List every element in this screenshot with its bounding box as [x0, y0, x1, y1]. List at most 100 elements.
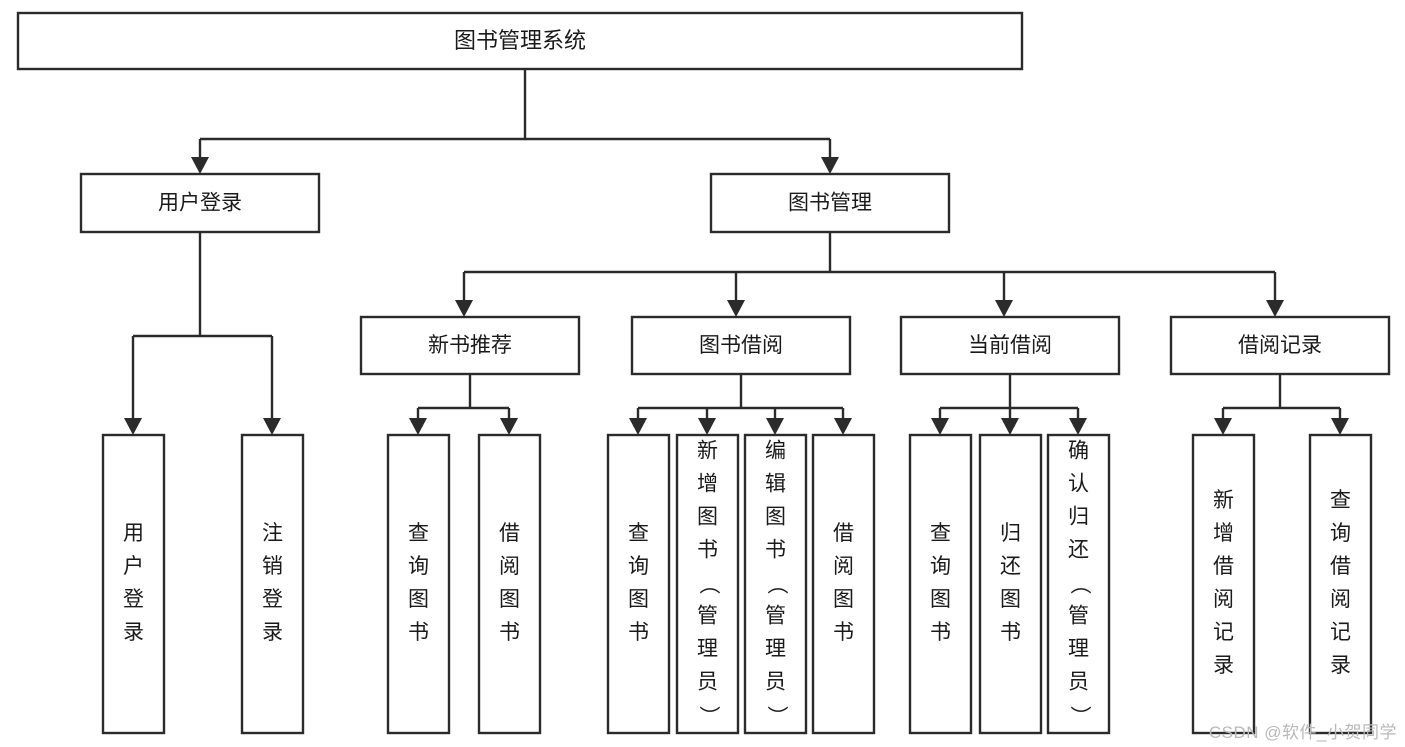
leaf-char: 录 [1213, 654, 1234, 677]
connector-current-borrow-to-leaves [931, 374, 1087, 435]
leaf-char: 新 [1213, 489, 1234, 512]
arrow-head-icon [821, 157, 839, 174]
leaf-char: 归 [1068, 506, 1089, 529]
leaf-leaf-add-borrow-record-box[interactable] [1191, 433, 1256, 735]
leaf-char: 询 [628, 555, 649, 578]
arrow-head-icon [1214, 418, 1232, 435]
csdn-watermark: CSDN @软件_小贺同学 [1208, 723, 1397, 742]
node-labels-layer: 图书管理系统用户登录图书管理新书推荐图书借阅当前借阅借阅记录用户登录注销登录查询… [123, 28, 1351, 727]
leaf-char: 图 [833, 588, 854, 611]
arrow-head-icon [931, 418, 949, 435]
arrow-head-icon [500, 418, 518, 435]
leaf-char: 记 [1330, 621, 1351, 644]
node-current-borrow-label: 当前借阅 [968, 334, 1052, 357]
arrow-head-icon [263, 418, 281, 435]
leaf-char: 管 [1068, 605, 1089, 628]
leaf-leaf-logout-box[interactable] [240, 433, 305, 735]
leaf-char: 书 [628, 621, 649, 644]
node-current-borrow-box[interactable] [899, 315, 1121, 376]
leaf-char: 编 [765, 440, 786, 463]
leaf-leaf-borrow-book-1-box[interactable] [477, 433, 542, 735]
connector-new-book-recommend-to-leaves [409, 374, 518, 435]
leaf-char: ） [697, 706, 720, 727]
arrow-head-icon [191, 157, 209, 174]
leaf-char: 图 [628, 588, 649, 611]
leaf-leaf-query-book-3-box[interactable] [908, 433, 973, 735]
leaf-char: 登 [123, 588, 144, 611]
leaf-char: 阅 [1213, 588, 1234, 611]
leaf-char: 询 [930, 555, 951, 578]
arrow-head-icon [629, 418, 647, 435]
leaf-char: 阅 [499, 555, 520, 578]
leaf-char: 借 [833, 522, 854, 545]
connector-root-to-level2 [191, 69, 839, 174]
node-book-borrow-box[interactable] [630, 315, 852, 376]
leaf-char: 户 [123, 555, 144, 578]
leaf-leaf-query-book-2-box[interactable] [606, 433, 671, 735]
leaf-leaf-user-login-box[interactable] [101, 433, 166, 735]
leaf-char: 归 [1000, 522, 1021, 545]
leaf-leaf-confirm-return-box[interactable] [1046, 433, 1111, 735]
arrow-head-icon [1266, 300, 1284, 317]
leaf-leaf-edit-book-box[interactable] [743, 433, 808, 735]
node-new-book-recommend-label: 新书推荐 [428, 334, 512, 357]
arrow-head-icon [766, 418, 784, 435]
leaf-char: 记 [1213, 621, 1234, 644]
leaf-char: 阅 [833, 555, 854, 578]
leaf-char: 理 [1068, 638, 1089, 661]
leaf-char: 图 [765, 506, 786, 529]
leaf-char: 图 [697, 506, 718, 529]
leaf-leaf-query-book-1-box[interactable] [386, 433, 451, 735]
leaf-char: 录 [262, 621, 283, 644]
leaf-leaf-query-borrow-record-box[interactable] [1308, 433, 1373, 735]
leaf-char: 图 [499, 588, 520, 611]
leaf-leaf-return-book-box[interactable] [978, 433, 1043, 735]
leaf-char: （ [1068, 574, 1091, 595]
arrow-head-icon [1331, 418, 1349, 435]
leaf-char: 询 [408, 555, 429, 578]
node-user-login-box[interactable] [79, 172, 321, 234]
connector-user-login-to-leaves [124, 232, 281, 435]
node-root-box[interactable] [16, 11, 1024, 71]
leaf-char: 书 [1000, 621, 1021, 644]
node-book-borrow-label: 图书借阅 [699, 334, 783, 357]
leaf-char: ） [765, 706, 788, 727]
leaf-char: 查 [1330, 489, 1351, 512]
leaf-char: 注 [262, 522, 283, 545]
leaf-char: ） [1068, 706, 1091, 727]
arrow-head-icon [124, 418, 142, 435]
leaf-char: 图 [408, 588, 429, 611]
leaf-char: 确 [1068, 440, 1089, 463]
leaf-char: 用 [123, 522, 144, 545]
leaf-char: 增 [1213, 522, 1234, 545]
leaf-leaf-add-book-box[interactable] [675, 433, 740, 735]
connector-book-management-to-level3 [455, 232, 1284, 317]
leaf-char: 查 [930, 522, 951, 545]
node-book-management-label: 图书管理 [788, 192, 872, 215]
node-borrow-record-box[interactable] [1169, 315, 1391, 376]
arrow-head-icon [727, 300, 745, 317]
arrow-head-icon [995, 300, 1013, 317]
leaf-char: 销 [262, 555, 283, 578]
leaf-leaf-borrow-book-2-box[interactable] [811, 433, 876, 735]
node-book-management-box[interactable] [709, 172, 951, 234]
leaf-char: 借 [1330, 555, 1351, 578]
arrow-head-icon [1001, 418, 1019, 435]
leaf-char: 图 [1000, 588, 1021, 611]
arrow-head-icon [409, 418, 427, 435]
leaf-char: 书 [833, 621, 854, 644]
node-new-book-recommend-box[interactable] [359, 315, 581, 376]
leaf-char: 借 [1213, 555, 1234, 578]
leaf-char: 员 [765, 671, 786, 694]
